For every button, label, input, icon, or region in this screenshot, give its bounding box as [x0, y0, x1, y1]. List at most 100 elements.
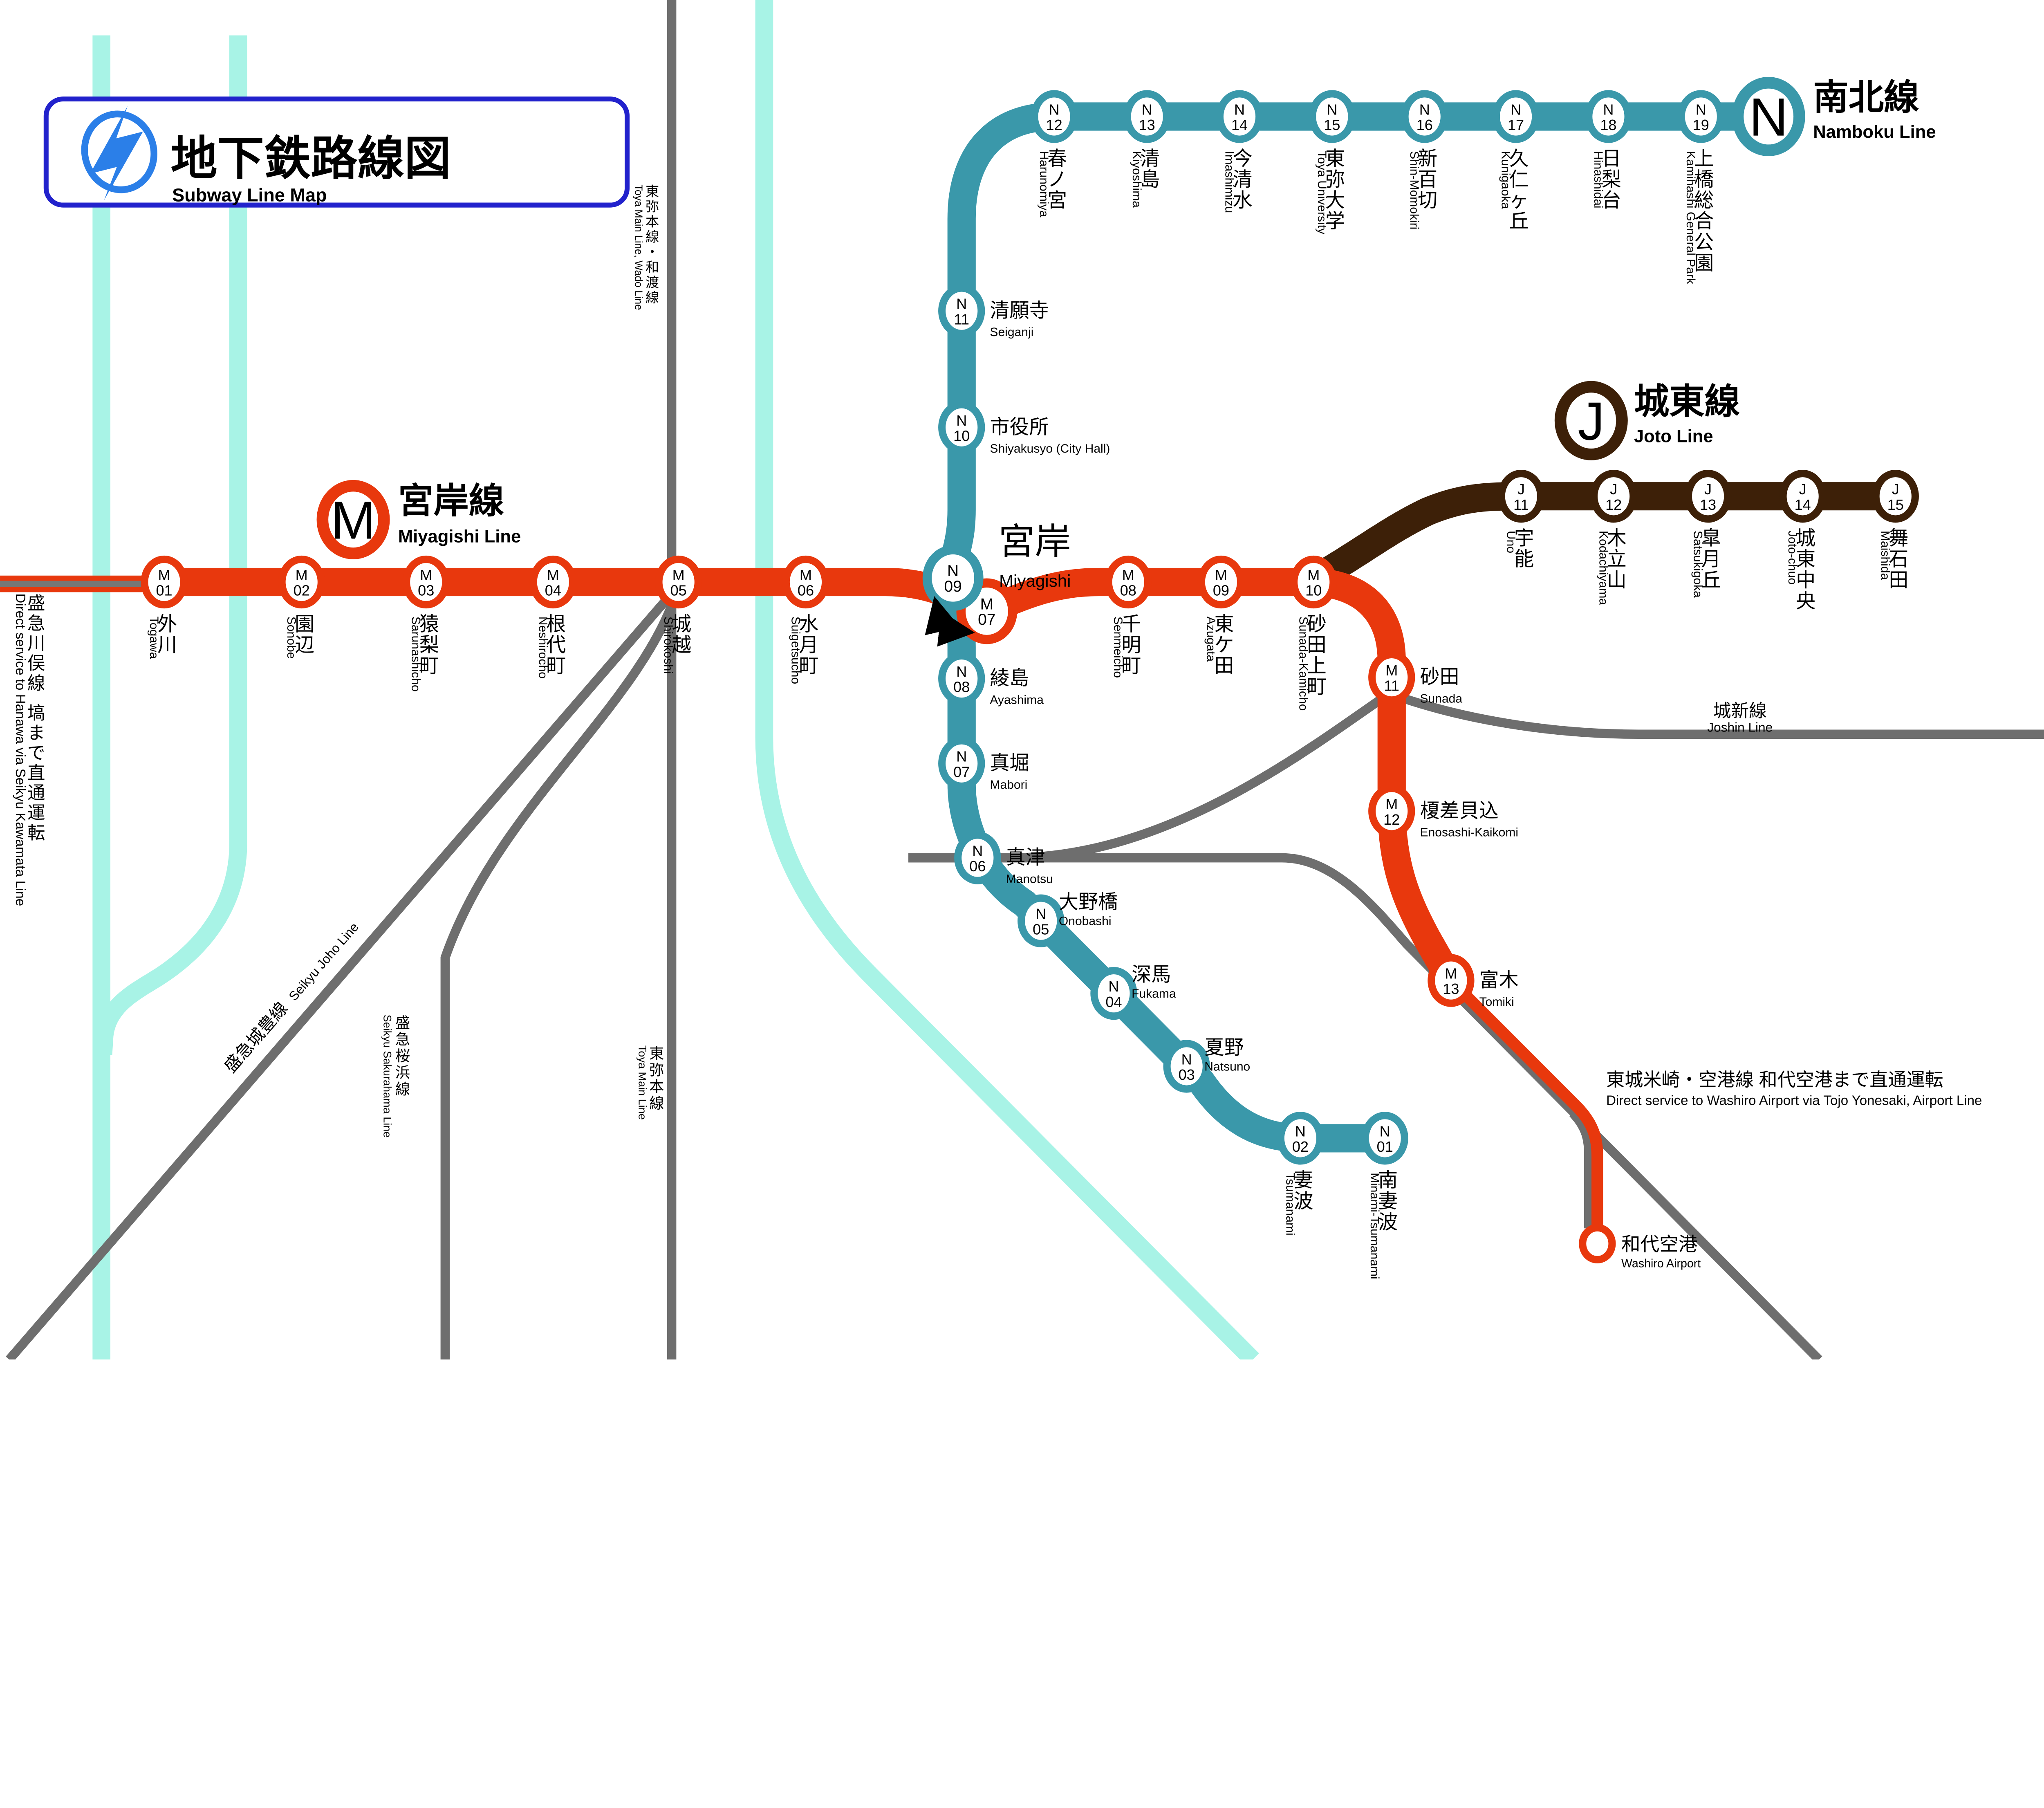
station-number: 01 [1377, 1138, 1393, 1155]
station-name-ja: 宇能 [1514, 527, 1534, 570]
station-name-ja: 新百切 [1418, 148, 1437, 211]
station-name-en: Togawa [147, 617, 161, 659]
seikyu-joho-line-path [6, 583, 682, 1360]
miyagishi-line-name-ja: 宮岸線 [398, 481, 504, 520]
station-number: 12 [1605, 496, 1622, 513]
subway-logo [81, 106, 157, 201]
station-name-ja: 日梨台 [1602, 148, 1621, 211]
station-letter: M [1385, 662, 1398, 679]
station-name-ja: 宮岸 [998, 521, 1071, 562]
station-name-en: Maishida [1878, 531, 1892, 580]
station-name-ja: 東ケ田 [1214, 613, 1234, 677]
subway-map-canvas: MNJ M01外川TogawaM02園辺SonobeM03猿梨町Sarunash… [0, 0, 2044, 1360]
station-name-ja: 清願寺 [990, 299, 1049, 321]
sakurahama-label-en: Seikyu Sakurahama Line [381, 1015, 394, 1138]
station-letter: N [1511, 101, 1521, 118]
station-name-en: Manotsu [1006, 873, 1053, 886]
kawamata-note-ja: 盛急川俣線塙まで直通運転 [27, 594, 45, 843]
station-marker-M13 [1428, 954, 1475, 1007]
station-marker-N10 [938, 401, 985, 454]
transfer-arrow [925, 596, 975, 647]
station-name-en: Shiyakusyo (City Hall) [990, 442, 1110, 455]
station-marker-M03 [403, 555, 450, 609]
station-number: 16 [1416, 117, 1433, 133]
station-number: 13 [1700, 496, 1716, 513]
airport-line-branch-path [1569, 1111, 1592, 1229]
station-number: 13 [1443, 980, 1459, 997]
miyagishi-line-name-en: Miyagishi Line [398, 527, 521, 547]
station-number: 09 [1213, 582, 1229, 599]
joshin-line-path [908, 688, 2044, 863]
station-name-ja: 妻波 [1293, 1169, 1313, 1212]
station-number: 14 [1231, 117, 1248, 133]
station-name-en: Senmeicho [1111, 617, 1125, 678]
station-letter: M [1122, 567, 1134, 583]
station-marker-N01 [1361, 1112, 1408, 1165]
station-name-ja: 園辺 [295, 613, 314, 656]
washiro-airport-name-ja: 和代空港 [1621, 1234, 1697, 1255]
toya-wado-label-en: Toya Main Line, Wado Line [633, 184, 644, 310]
station-number: 09 [944, 578, 961, 595]
station-number: 03 [1179, 1066, 1195, 1083]
station-number: 17 [1508, 117, 1524, 133]
station-name-ja: 真堀 [990, 752, 1029, 774]
station-name-ja: 城東中央 [1796, 527, 1815, 612]
station-number: 19 [1693, 117, 1709, 133]
washiro-airport-marker [1579, 1224, 1616, 1263]
station-name-en: Shin-Momokiri [1407, 151, 1421, 229]
station-marker-N19 [1677, 90, 1724, 143]
station-name-ja: 大野橋 [1059, 891, 1118, 913]
station-marker-J15 [1872, 470, 1919, 523]
station-name-en: Imashimizu [1222, 151, 1236, 213]
station-number: 04 [1105, 994, 1122, 1010]
station-marker-N17 [1492, 90, 1540, 143]
station-name-en: Tomiki [1479, 995, 1514, 1009]
station-letter: M [1307, 567, 1320, 583]
station-name-ja: 富木 [1479, 969, 1519, 991]
station-name-en: Kodachiyama [1597, 531, 1610, 605]
namboku-line-name-en: Namboku Line [1813, 122, 1936, 142]
namboku-line-badge: N [1732, 76, 1805, 157]
joho-label: 盛急城豊線 Seikyu Joho Line [220, 917, 362, 1076]
station-name-en: Toya University [1315, 151, 1329, 234]
namboku-line-path [939, 102, 1753, 1153]
station-marker-J13 [1684, 470, 1732, 523]
station-marker-N15 [1309, 90, 1356, 143]
station-marker-M09 [1197, 555, 1245, 609]
station-name-ja: 市役所 [990, 416, 1049, 438]
station-marker-N14 [1216, 90, 1263, 143]
station-name-ja: 真津 [1006, 846, 1045, 868]
station-number: 12 [1046, 117, 1062, 133]
station-number: 08 [1120, 582, 1136, 599]
station-marker-J14 [1779, 470, 1826, 523]
station-letter: N [1181, 1051, 1192, 1068]
line-badges: MNJ [316, 76, 1805, 559]
station-letter: M [1445, 965, 1457, 982]
station-name-ja: 清島 [1140, 148, 1160, 191]
station-letter: M [1385, 796, 1398, 812]
station-letter: N [1419, 101, 1430, 118]
station-marker-M12 [1368, 785, 1415, 838]
station-number: 07 [978, 611, 995, 628]
station-marker-M05 [655, 555, 702, 609]
station-name-en: Seiganji [990, 325, 1033, 339]
station-number: 07 [953, 763, 970, 780]
station-marker-M01 [141, 555, 188, 609]
station-name-en: Sunada-Kamicho [1297, 617, 1310, 711]
station-name-ja: 夏野 [1204, 1036, 1244, 1059]
station-name-ja: 春ノ宮 [1047, 148, 1067, 211]
station-letter: N [1295, 1123, 1306, 1140]
station-letter: J [1892, 481, 1899, 498]
station-letter: M [420, 567, 432, 583]
